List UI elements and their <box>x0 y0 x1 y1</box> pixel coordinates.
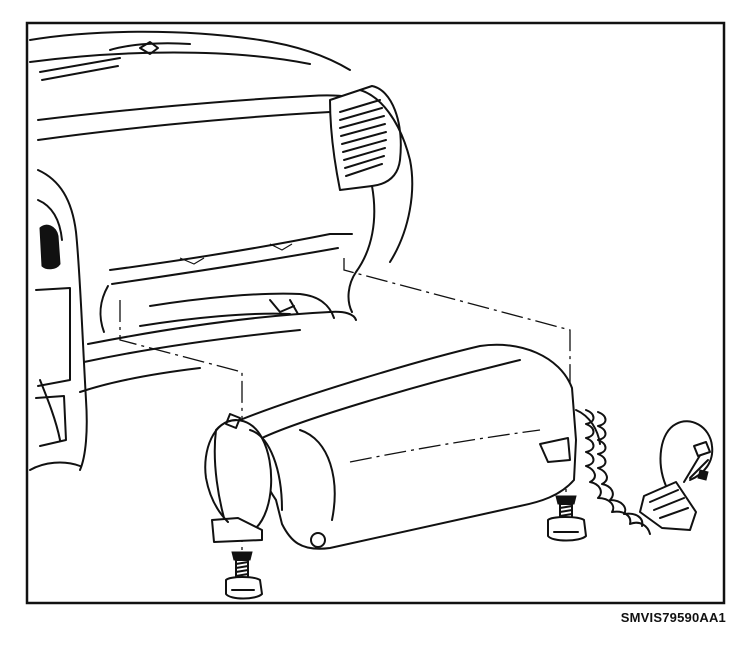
connector-icon <box>639 481 697 531</box>
radio-unit <box>211 343 577 550</box>
antenna-cable <box>204 419 237 523</box>
instrument-panel <box>29 30 414 471</box>
screw-icon <box>225 551 263 600</box>
screw-hole-icon <box>310 532 326 548</box>
wiring-harness <box>575 409 714 535</box>
figure-code: SMVIS79590AA1 <box>620 610 726 625</box>
screw-icon <box>547 495 587 542</box>
